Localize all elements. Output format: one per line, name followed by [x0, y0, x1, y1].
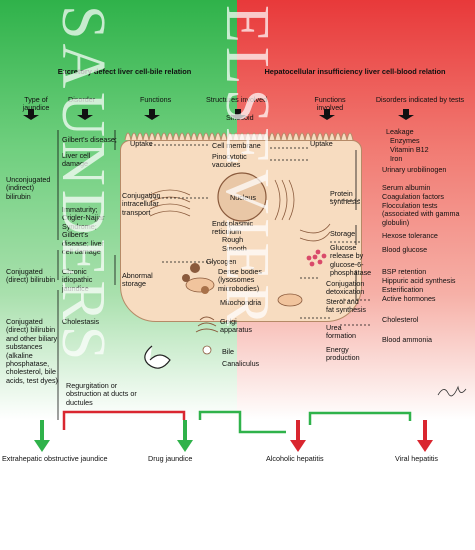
rough-er: [149, 189, 191, 217]
struct-canaliculus: Canaliculus: [222, 359, 260, 368]
func-energy: Energy production: [326, 345, 360, 363]
test-enzymes: Enzymes: [390, 136, 420, 145]
type-conjugated-other: Conjugated (direct) bilirubin and other …: [6, 317, 58, 385]
test-flocculation: Flocculation tests (associated with gamm…: [382, 201, 460, 227]
microvilli: [124, 132, 354, 141]
watermark-right: ELSEVIER: [213, 5, 281, 330]
func-sterol-fat: Sterol and fat synthesis: [326, 297, 366, 315]
func-conjugation-transport: Conjugation intracellular transport: [122, 191, 161, 217]
disorder-liver-damage: Liver cell damage: [62, 151, 91, 169]
header-hepatocellular: Hepatocellular insufficiency liver cell-…: [264, 67, 446, 76]
disorder-regurgitation: Regurgitation or obstruction at ducts or…: [66, 381, 137, 407]
col-disorder: Disorder: [68, 95, 96, 104]
col-structures: Structures involved: [206, 95, 268, 104]
bottom-arrowheads: [34, 440, 433, 452]
test-leakage: Leakage: [386, 127, 414, 136]
struct-bile: Bile: [222, 347, 234, 356]
disorder-cholestasis: Cholestasis: [62, 317, 100, 326]
disorder-chronic: Chronic idiopathic jaundice: [62, 267, 93, 293]
dashed-connectors: [150, 144, 370, 326]
outcome-extrahepatic: Extrahepatic obstructive jaundice: [2, 454, 108, 463]
func-storage: Storage: [330, 229, 356, 238]
test-albumin: Serum albumin: [382, 183, 431, 192]
type-conjugated: Conjugated (direct) bilirubin: [6, 267, 56, 285]
test-blood-glucose: Blood glucose: [382, 245, 428, 254]
bile-vesicle: [202, 345, 212, 355]
canaliculus-shape: [144, 345, 171, 369]
test-hexose: Hexose tolerance: [382, 231, 438, 240]
test-vitb12: Vitamin B12: [390, 145, 429, 154]
test-coagulation: Coagulation factors: [382, 192, 444, 201]
func-abnormal-storage: Abnormal storage: [122, 271, 153, 289]
struct-sinusoid: Sinusoid: [226, 113, 254, 122]
test-urobilinogen: Urinary urobilinogen: [382, 165, 447, 174]
header-excretory: Excretory defect liver cell-bile relatio…: [57, 67, 192, 76]
dense-body-shape: [190, 263, 200, 273]
watermark-left: SAUNDERS: [49, 5, 117, 365]
struct-rough: Rough: [222, 235, 244, 244]
func-uptake-left: Uptake: [130, 139, 153, 148]
test-hormones: Active hormones: [382, 294, 436, 303]
func-protein-synthesis: Protein synthesis: [330, 189, 360, 207]
struct-smooth: Smooth: [222, 244, 247, 253]
test-hippuric: Hippuric acid synthesis: [382, 276, 456, 285]
test-esterification: Esterification: [382, 285, 424, 294]
struct-cell-membrane: Cell membrane: [212, 141, 261, 150]
col-functions-right: Functions involved: [314, 95, 346, 113]
mitochondrion-shape: [185, 277, 215, 293]
golgi-shape: [195, 316, 219, 333]
disorder-immaturity: Immaturity; Crigler-Najjar Syndrome; Gil…: [62, 205, 105, 257]
test-ammonia: Blood ammonia: [382, 335, 432, 344]
struct-nucleus-label: Nucleus: [230, 193, 256, 202]
glycogen-rosettes: [306, 249, 327, 267]
mitochondrion-shape: [277, 293, 303, 307]
disorder-gilbert: Gilbert's disease;: [62, 135, 117, 144]
type-unconjugated: Unconjugated (indirect) bilirubin: [6, 175, 51, 201]
func-conjugation-detox: Conjugation detoxication: [326, 279, 365, 297]
struct-mitochondria: Mitochondria: [220, 298, 262, 307]
func-glucose-release: Glucose release by glucose-6-phosphatase: [330, 243, 372, 278]
header-arrows: [23, 109, 414, 120]
smooth-er: [274, 179, 331, 242]
outcome-alcoholic: Alcoholic hepatitis: [266, 454, 324, 463]
outcome-drug: Drug jaundice: [148, 454, 193, 463]
struct-er: Endoplasmic reticulum: [212, 219, 254, 237]
outcome-viral: Viral hepatitis: [395, 454, 439, 463]
struct-glycogen: Glycogen: [206, 257, 237, 266]
test-cholesterol: Cholesterol: [382, 315, 419, 324]
func-uptake-right: Uptake: [310, 139, 333, 148]
struct-pinocytotic: Pinocytotic vacuoles: [212, 152, 247, 170]
nucleus-shape: [217, 172, 267, 222]
dense-body-shape: [182, 274, 190, 282]
func-urea: Urea formation: [326, 323, 356, 341]
test-iron: Iron: [390, 154, 403, 163]
struct-dense-bodies: Dense bodies (lysosomes microbodies): [218, 267, 262, 293]
col-functions-left: Functions: [140, 95, 172, 104]
col-type-of-jaundice: Type of jaundice: [22, 95, 50, 113]
bottom-arrows: [40, 410, 427, 440]
col-disorders-tests: Disorders indicated by tests: [375, 95, 465, 104]
test-bsp: BSP retention: [382, 267, 427, 276]
struct-golgi: Golgi apparatus: [220, 317, 252, 335]
artist-signature: [437, 385, 467, 397]
dense-body-shape: [201, 286, 209, 294]
